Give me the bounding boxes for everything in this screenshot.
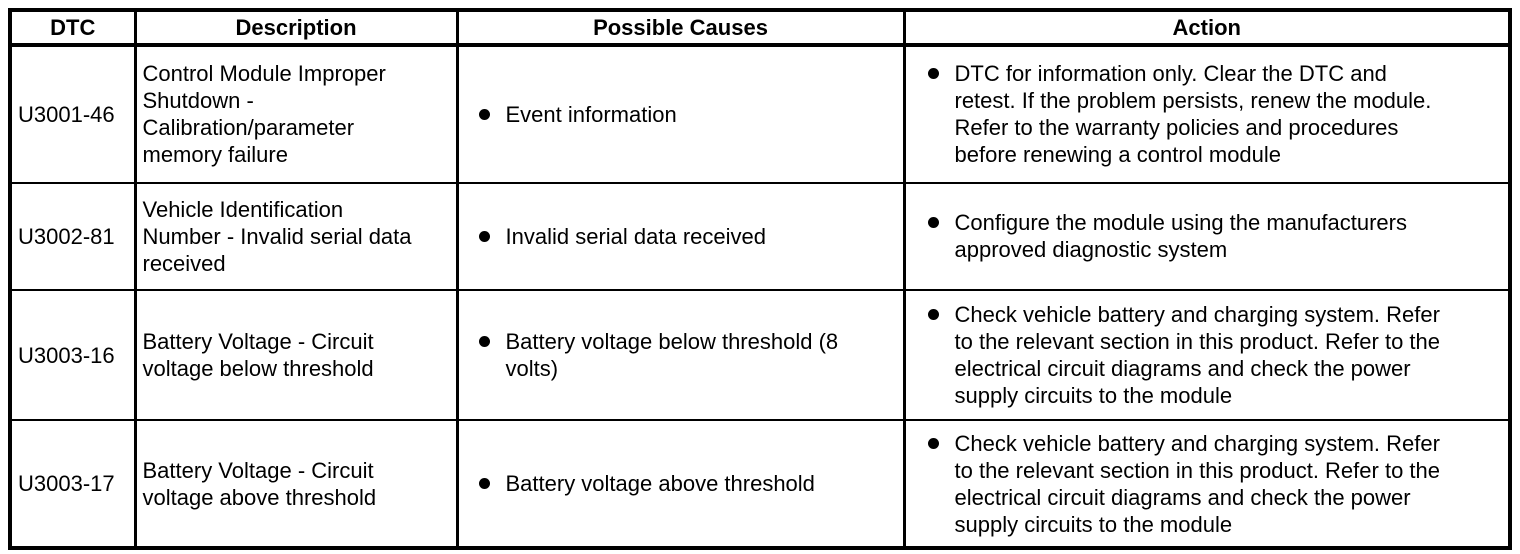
possible-causes-cell: Battery voltage below threshold (8 volts… [455,288,906,422]
action-cell: Check vehicle battery and charging syste… [902,288,1512,422]
column-header-dtc: DTC [8,9,137,47]
table-header-row: DTC Description Possible Causes Action [8,9,1512,47]
bullet-icon [478,478,490,490]
bullet-icon [478,108,490,120]
list-item: DTC for information only. Clear the DTC … [927,60,1449,168]
cause-text: Battery voltage below threshold (8 volts… [505,329,839,382]
cause-text: Invalid serial data received [505,223,766,249]
description-cell: Battery Voltage - Circuit voltage below … [133,288,459,422]
dtc-code-cell: U3001-46 [8,44,137,184]
bullet-icon [478,230,490,242]
dtc-code-cell: U3003-17 [8,419,137,549]
dtc-table: DTC Description Possible Causes Action U… [8,8,1512,550]
list-item: Invalid serial data received [478,223,866,250]
cause-text: Event information [505,101,677,127]
dtc-code-cell: U3003-16 [8,288,137,422]
action-cell: Check vehicle battery and charging syste… [902,419,1512,549]
description-cell: Vehicle Identification Number - Invalid … [133,181,459,291]
list-item: Check vehicle battery and charging syste… [927,430,1449,538]
bullet-icon [927,437,939,449]
cause-text: Battery voltage above threshold [505,471,815,497]
description-cell: Control Module Improper Shutdown - Calib… [133,44,459,184]
description-cell: Battery Voltage - Circuit voltage above … [133,419,459,549]
action-text: DTC for information only. Clear the DTC … [954,61,1432,168]
bullet-icon [927,217,939,229]
column-header-description: Description [133,9,459,47]
list-item: Battery voltage above threshold [478,470,866,497]
list-item: Battery voltage below threshold (8 volts… [478,328,866,382]
possible-causes-cell: Invalid serial data received [455,181,906,291]
action-text: Check vehicle battery and charging syste… [954,302,1441,409]
list-item: Check vehicle battery and charging syste… [927,301,1449,409]
column-header-action: Action [902,9,1512,47]
bullet-icon [927,68,939,80]
possible-causes-cell: Battery voltage above threshold [455,419,906,549]
possible-causes-cell: Event information [455,44,906,184]
action-text: Configure the module using the manufactu… [954,210,1407,263]
dtc-code-cell: U3002-81 [8,181,137,291]
column-header-possible-causes: Possible Causes [455,9,906,47]
action-cell: Configure the module using the manufactu… [902,181,1512,291]
bullet-icon [478,336,490,348]
bullet-icon [927,309,939,321]
list-item: Event information [478,101,866,128]
action-text: Check vehicle battery and charging syste… [954,430,1441,537]
list-item: Configure the module using the manufactu… [927,209,1449,263]
action-cell: DTC for information only. Clear the DTC … [902,44,1512,184]
